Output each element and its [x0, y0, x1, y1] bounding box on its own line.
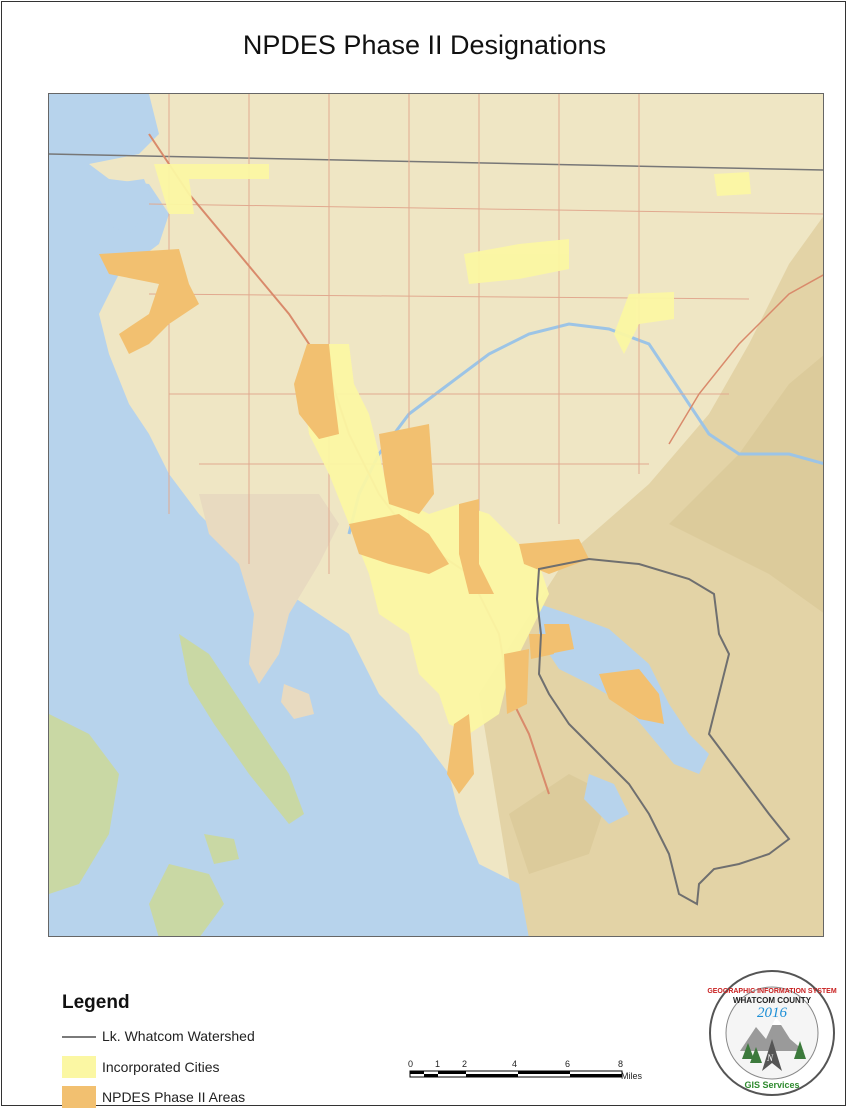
- logo-year: 2016: [757, 1005, 788, 1021]
- scale-tick-2: 2: [462, 1059, 467, 1069]
- portage-island: [281, 684, 314, 719]
- watershed-outline: [535, 557, 791, 906]
- small-island-1: [204, 834, 239, 864]
- map-title: NPDES Phase II Designations: [242, 30, 607, 60]
- west-island: [49, 714, 119, 894]
- scale-unit: Miles: [621, 1071, 643, 1081]
- scale-tick-6: 6: [565, 1059, 570, 1069]
- npdes-swatch-icon: [62, 1086, 96, 1108]
- svg-text:N: N: [766, 1053, 774, 1063]
- south-island: [149, 864, 224, 936]
- map-panel[interactable]: [48, 93, 824, 937]
- highway-east: [668, 274, 823, 445]
- legend-label-npdes: NPDES Phase II Areas: [102, 1089, 246, 1105]
- logo-ring-text: GEOGRAPHIC INFORMATION SYSTEM: [707, 988, 837, 995]
- legend-heading: Legend: [62, 992, 130, 1013]
- ridge-shade: [669, 355, 823, 613]
- scale-tick-4: 4: [512, 1059, 517, 1069]
- lummi-peninsula: [199, 494, 339, 684]
- legend-label-watershed: Lk. Whatcom Watershed: [102, 1028, 255, 1044]
- logo-county-text: WHATCOM COUNTY: [733, 996, 812, 1005]
- border-line: [49, 153, 823, 171]
- gis-seal-icon: N 2016 GEOGRAPHIC INFORMATION SYSTEM WHA…: [707, 970, 837, 1096]
- lummi-island: [179, 634, 304, 824]
- scale-tick-8: 8: [618, 1059, 623, 1069]
- legend-label-cities: Incorporated Cities: [102, 1059, 220, 1075]
- scale-tick-1: 1: [435, 1059, 440, 1069]
- bay-water: [49, 94, 529, 936]
- scale-bar: 0 1 2 4 6 8 Miles: [408, 1058, 648, 1097]
- scale-tick-0: 0: [408, 1059, 413, 1069]
- logo-bottom-text: GIS Services: [744, 1080, 799, 1090]
- scale-bar-graphic: 0 1 2 4 6 8 Miles: [408, 1059, 643, 1081]
- npdes-areas: [99, 249, 664, 794]
- whatcom-gis-logo: N 2016 GEOGRAPHIC INFORMATION SYSTEM WHA…: [706, 967, 838, 1099]
- watershed-line-icon: [62, 1036, 96, 1038]
- legend: Legend Lk. Whatcom Watershed Incorporate…: [62, 992, 255, 1108]
- lake-samish: [584, 774, 629, 824]
- cities-swatch-icon: [62, 1056, 96, 1078]
- map-canvas[interactable]: [49, 94, 824, 937]
- hills-east: [479, 216, 823, 936]
- drayton-harbor: [104, 179, 154, 234]
